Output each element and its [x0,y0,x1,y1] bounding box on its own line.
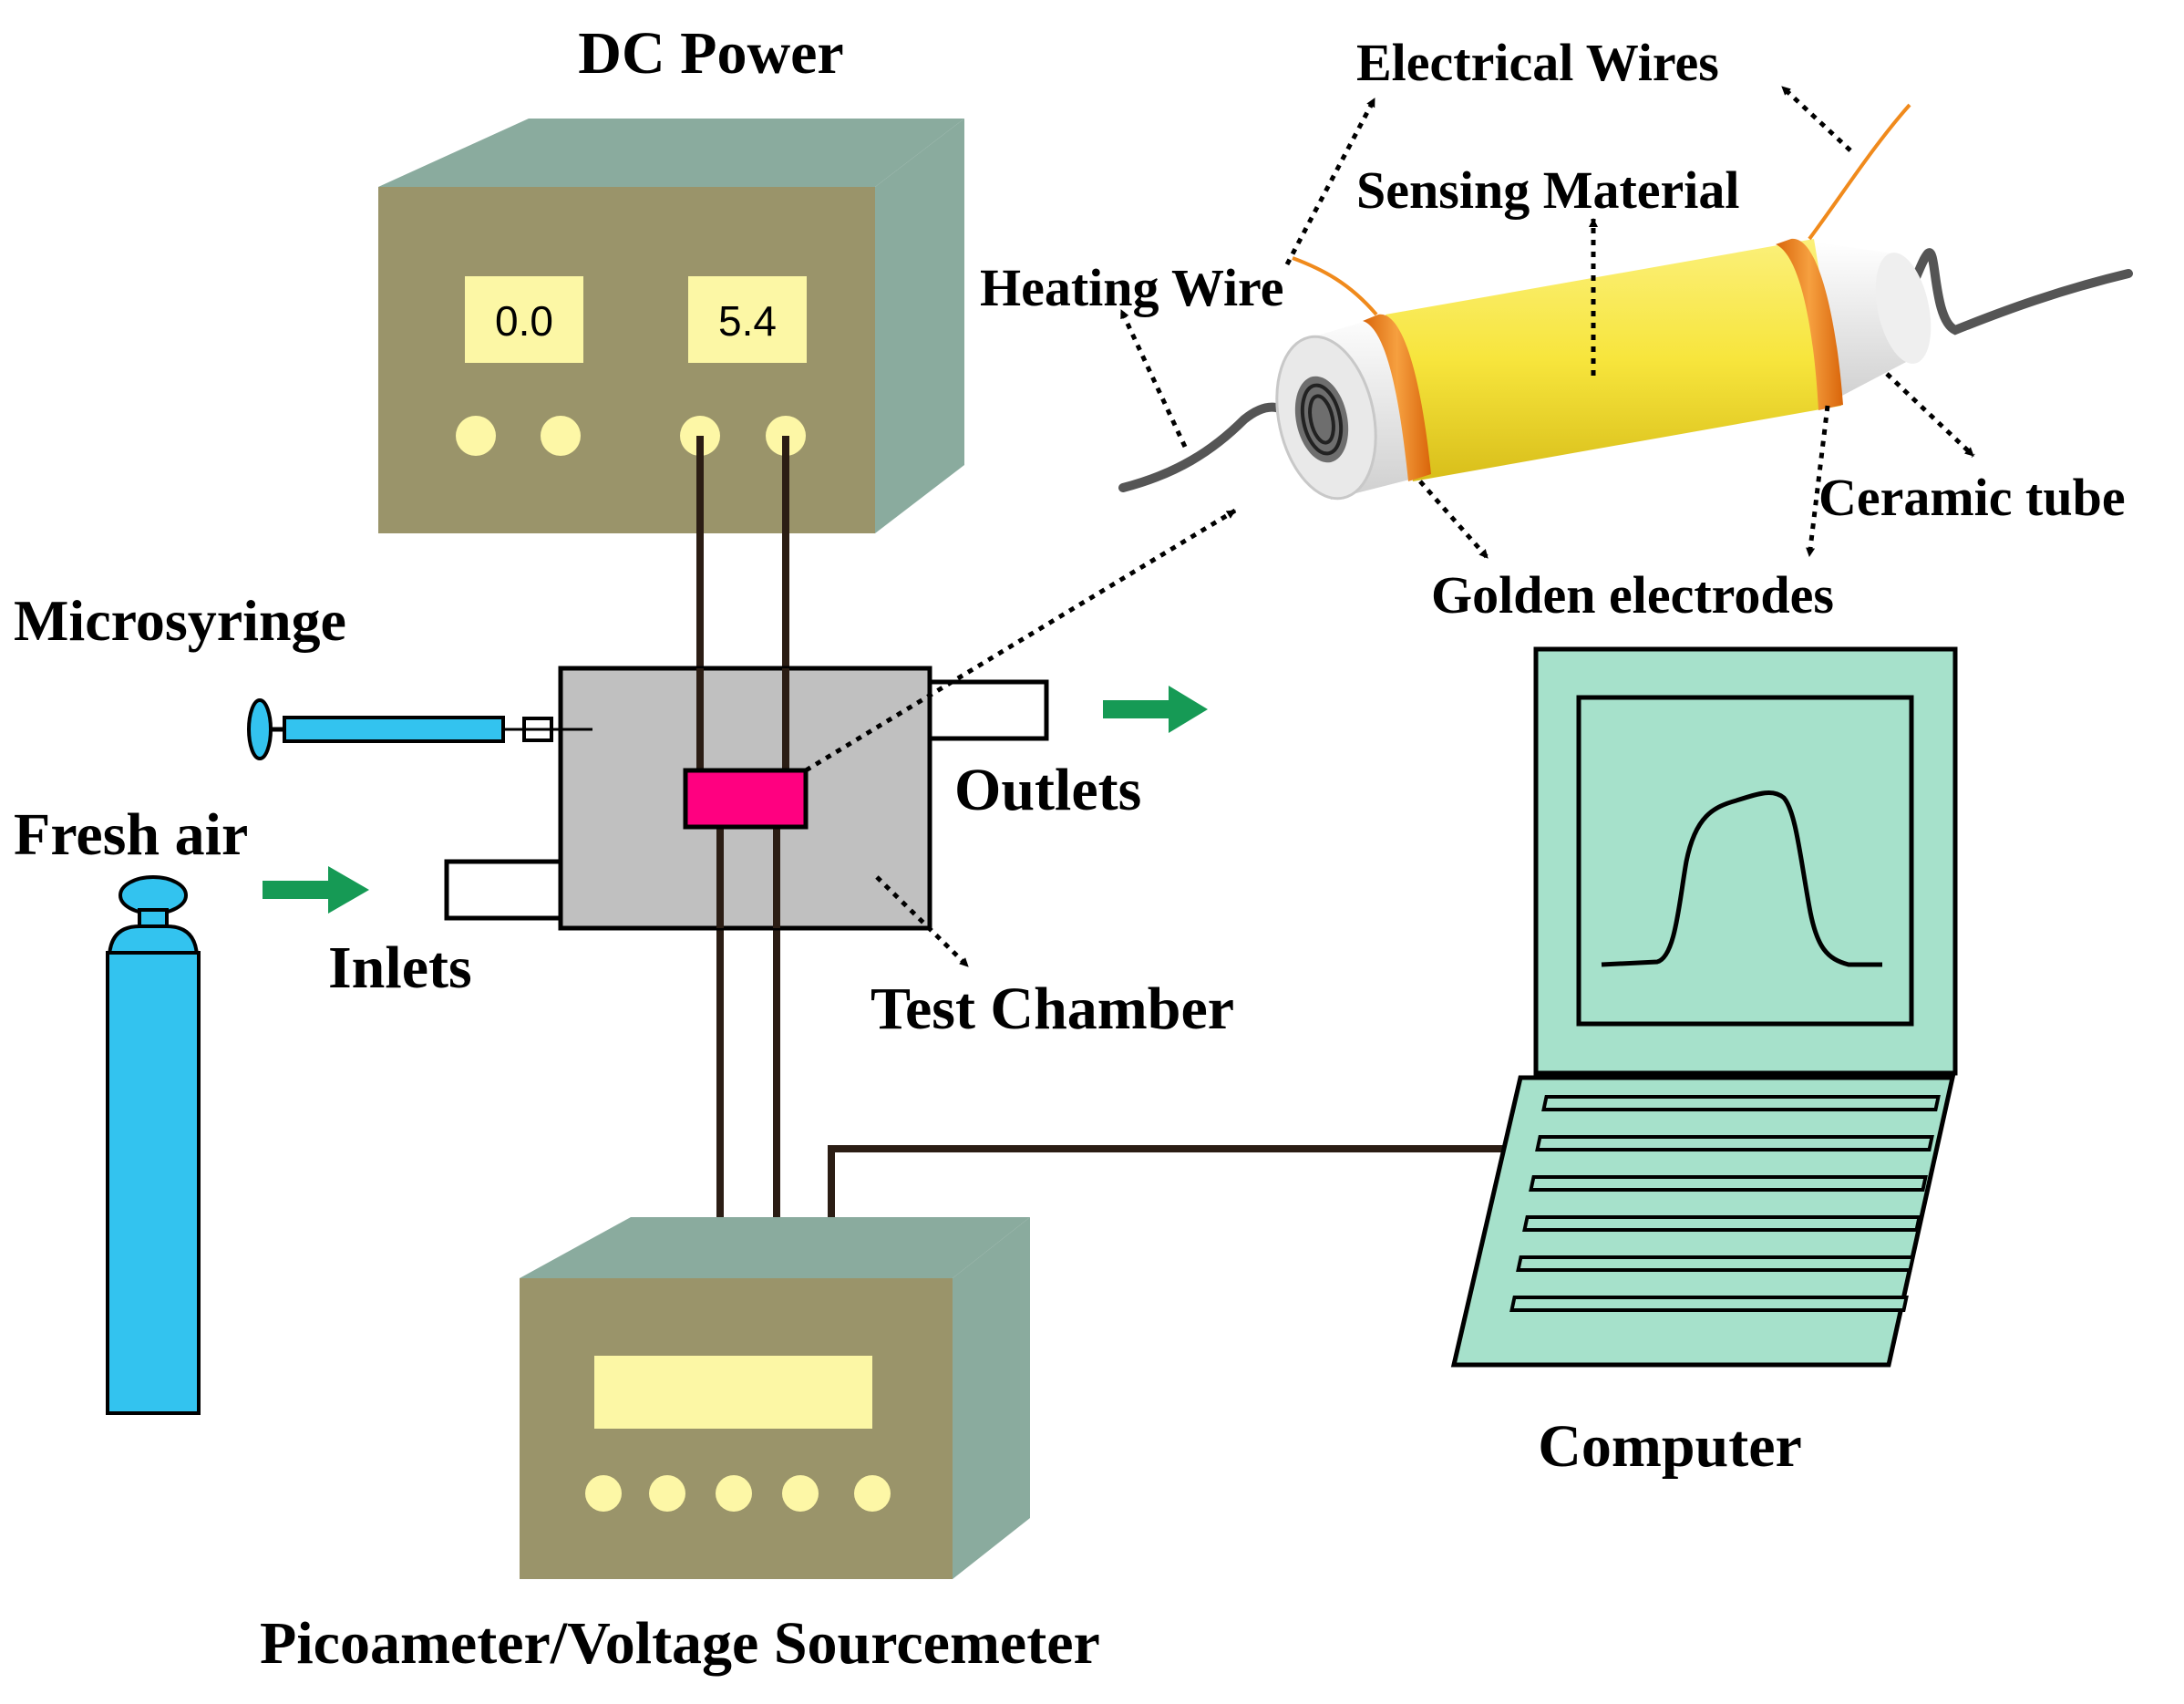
electrical-wires-pointer-right [1780,85,1852,152]
microsyringe-barrel [283,716,505,743]
dc-power-knob-1 [456,416,496,456]
gas-cylinder-shoulder [107,924,200,957]
key-row-6 [1509,1296,1909,1312]
test-chamber-label: Test Chamber [871,976,1234,1042]
dc-power-display-left [465,276,583,363]
dc-power-knob-2 [541,416,581,456]
sensor-zoom-pointer [804,508,1237,773]
sensing-material-label: Sensing Material [1356,160,1739,220]
fresh-air-label: Fresh air [14,801,248,868]
inlet-pipe [444,859,568,921]
inlets-label: Inlets [328,935,472,1001]
sourcemeter-label: Picoameter/Voltage Sourcemeter [260,1610,1100,1677]
sensor-zoom [1118,103,2133,501]
dc-power-label: DC Power [578,20,843,87]
electrical-wire-left [1292,256,1378,316]
test-chamber-pointer [875,875,970,968]
sourcemeter-side [953,1217,1030,1579]
dc-power-top [378,119,964,187]
dc-power-readout-left: 0.0 [495,297,553,345]
sourcemeter-knob-3 [716,1475,752,1512]
electrical-wires-label: Electrical Wires [1356,33,1719,92]
ceramic-tube-right-end [1875,253,1932,364]
key-row-3 [1529,1175,1928,1192]
zoom-callouts [1118,85,1975,560]
golden-electrodes-pointer-right [1806,405,1830,557]
test-chamber [444,666,1049,931]
sourcemeter-knob-4 [782,1475,819,1512]
microsyringe [247,698,592,760]
sensor-element [683,768,809,830]
sourcemeter-display [594,1356,872,1429]
electrical-wires-pointer-left [1284,97,1377,266]
ceramic-tube-label: Ceramic tube [1818,468,2126,527]
golden-electrodes-pointer-left [1418,480,1489,560]
outlet-pipe [925,679,1049,741]
wire-meter-computer [828,1145,1520,1222]
dc-power-supply: 0.0 5.4 [378,119,964,533]
heating-wire-right [1891,248,2133,336]
key-row-5 [1516,1255,1915,1272]
golden-electrode-left [1363,314,1431,481]
heating-wire-pointer [1118,308,1188,449]
laptop-keys [1509,1095,1941,1312]
electrical-wire-right [1808,103,1911,241]
gas-cylinder-body [106,951,201,1415]
heating-wire-label: Heating Wire [980,258,1284,317]
sensing-material-body [1386,239,1841,481]
microsyringe-label: Microsyringe [14,588,346,653]
outlets-label: Outlets [954,757,1141,823]
outlet-arrow [1103,686,1208,733]
key-row-1 [1541,1095,1941,1111]
key-row-4 [1522,1215,1921,1232]
dc-power-display-right [688,276,807,363]
key-row-2 [1535,1135,1934,1151]
dc-power-side [875,119,964,533]
sourcemeter-top [520,1217,1030,1278]
sourcemeter [520,1217,1030,1579]
laptop-computer [1450,646,1958,1368]
heating-wire-left [1118,402,1299,492]
inlet-arrow [263,866,369,914]
sourcemeter-knob-2 [649,1475,685,1512]
computer-label: Computer [1538,1413,1802,1480]
golden-electrode-right [1776,238,1843,410]
response-curve [1601,790,1882,967]
sourcemeter-knob-1 [585,1475,622,1512]
laptop-screen [1576,695,1914,1027]
gas-cylinder [106,875,201,1415]
golden-electrodes-label: Golden electrodes [1431,565,1834,625]
microsyringe-plunger [247,698,273,760]
dc-power-readout-right: 5.4 [718,297,777,345]
ceramic-tube-pointer [1885,372,1975,458]
sourcemeter-knob-5 [854,1475,891,1512]
tube-bore [1294,376,1349,463]
